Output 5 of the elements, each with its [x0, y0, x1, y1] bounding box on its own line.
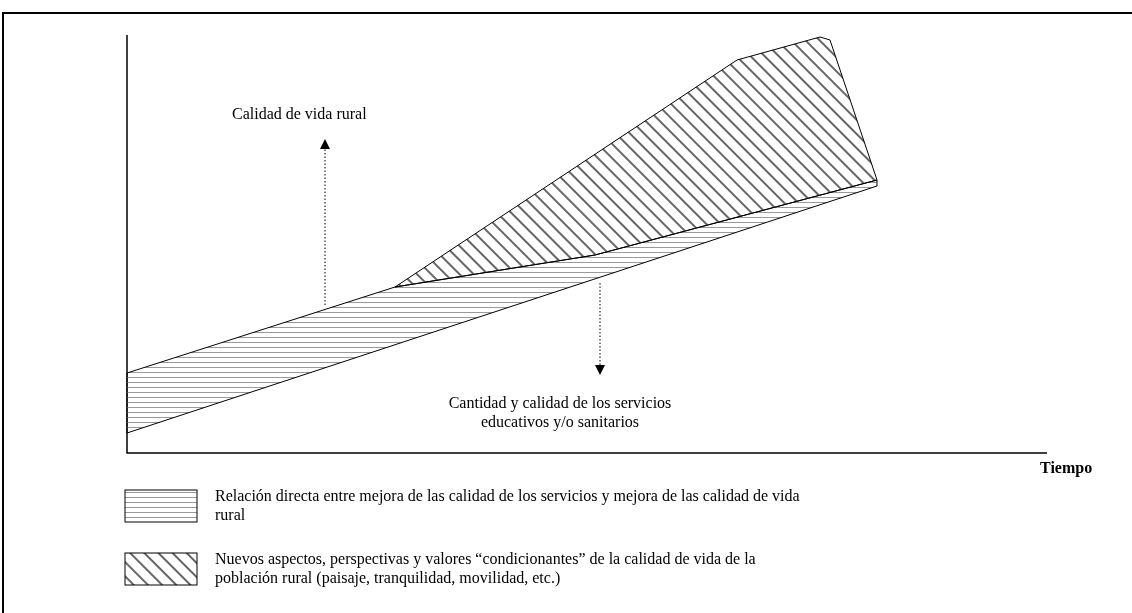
legend-text: Relación directa entre mejora de las calidad de los servicios y mejora de las calidad de vida rural — [215, 486, 800, 524]
axis-title: Tiempo — [1040, 458, 1094, 477]
legend-text: Nuevos aspectos, perspectivas y valores “condicionantes” de la calidad de vida de la población rural (paisaje, tranquilidad, movilidad, etc.) — [215, 549, 757, 587]
axis-label: Cantidad y calidad de los servicios educativos y/o sanitarios — [447, 393, 673, 431]
axis-label: Calidad de vida rural — [232, 104, 368, 123]
